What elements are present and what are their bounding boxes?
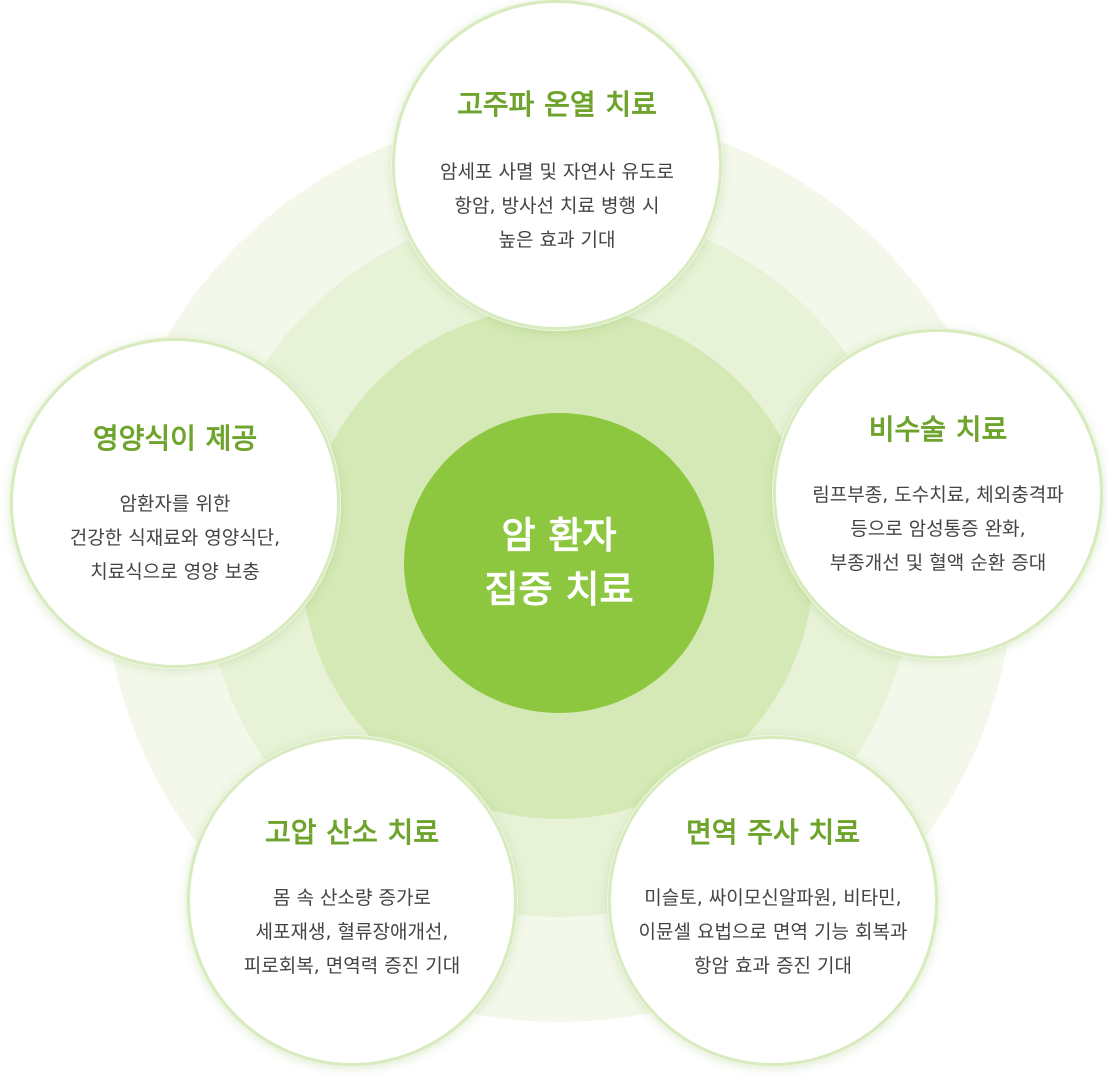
node-description-line: 등으로 암성통증 완화, — [850, 518, 1026, 540]
node-hyperbaric-oxygen: 고압 산소 치료 몸 속 산소량 증가로 세포재생, 혈류장애개선, 피로회복,… — [187, 736, 517, 1066]
node-description: 림프부종, 도수치료, 체외충격파 등으로 암성통증 완화, 부종개선 및 혈액… — [776, 478, 1100, 580]
node-description-line: 항암 효과 증진 기대 — [694, 955, 852, 977]
node-description-line: 이뮨셀 요법으로 면역 기능 회복과 — [638, 921, 908, 943]
node-title: 비수술 치료 — [868, 413, 1008, 446]
node-description: 미슬토, 싸이모신알파원, 비타민, 이뮨셀 요법으로 면역 기능 회복과 항암… — [611, 881, 935, 983]
node-description-line: 암환자를 위한 — [119, 493, 231, 515]
node-description-line: 미슬토, 싸이모신알파원, 비타민, — [644, 887, 902, 909]
node-description-line: 높은 효과 기대 — [498, 229, 616, 251]
node-non-surgical-treatment: 비수술 치료 림프부종, 도수치료, 체외충격파 등으로 암성통증 완화, 부종… — [773, 329, 1103, 659]
node-description: 몸 속 산소량 증가로 세포재생, 혈류장애개선, 피로회복, 면역력 증진 기… — [190, 881, 514, 983]
node-title: 고압 산소 치료 — [264, 816, 440, 849]
node-immune-injection: 면역 주사 치료 미슬토, 싸이모신알파원, 비타민, 이뮨셀 요법으로 면역 … — [608, 736, 938, 1066]
center-line-1: 암 환자 — [501, 514, 617, 557]
node-description: 암환자를 위한 건강한 식재료와 영양식단, 치료식으로 영양 보충 — [13, 487, 337, 589]
node-description-line: 항암, 방사선 치료 병행 시 — [454, 195, 660, 217]
node-description: 암세포 사멸 및 자연사 유도로 항암, 방사선 치료 병행 시 높은 효과 기… — [395, 155, 719, 257]
center-line-2: 집중 치료 — [484, 568, 634, 611]
node-title: 고주파 온열 치료 — [457, 88, 657, 121]
node-title: 영양식이 제공 — [92, 422, 258, 455]
node-description-line: 부종개선 및 혈액 순환 증대 — [829, 552, 1047, 574]
node-nutrition-diet: 영양식이 제공 암환자를 위한 건강한 식재료와 영양식단, 치료식으로 영양 … — [10, 338, 340, 668]
node-description-line: 암세포 사멸 및 자연사 유도로 — [440, 161, 674, 183]
node-description-line: 세포재생, 혈류장애개선, — [255, 921, 449, 943]
node-description-line: 피로회복, 면역력 증진 기대 — [243, 955, 461, 977]
node-title: 면역 주사 치료 — [685, 816, 861, 849]
node-description-line: 몸 속 산소량 증가로 — [273, 887, 431, 909]
center-circle: 암 환자 집중 치료 — [404, 413, 714, 713]
node-description-line: 건강한 식재료와 영양식단, — [69, 527, 281, 549]
node-description-line: 치료식으로 영양 보충 — [90, 561, 260, 583]
node-description-line: 림프부종, 도수치료, 체외충격파 — [812, 484, 1064, 506]
node-radiofrequency-hyperthermia: 고주파 온열 치료 암세포 사멸 및 자연사 유도로 항암, 방사선 치료 병행… — [392, 0, 722, 330]
